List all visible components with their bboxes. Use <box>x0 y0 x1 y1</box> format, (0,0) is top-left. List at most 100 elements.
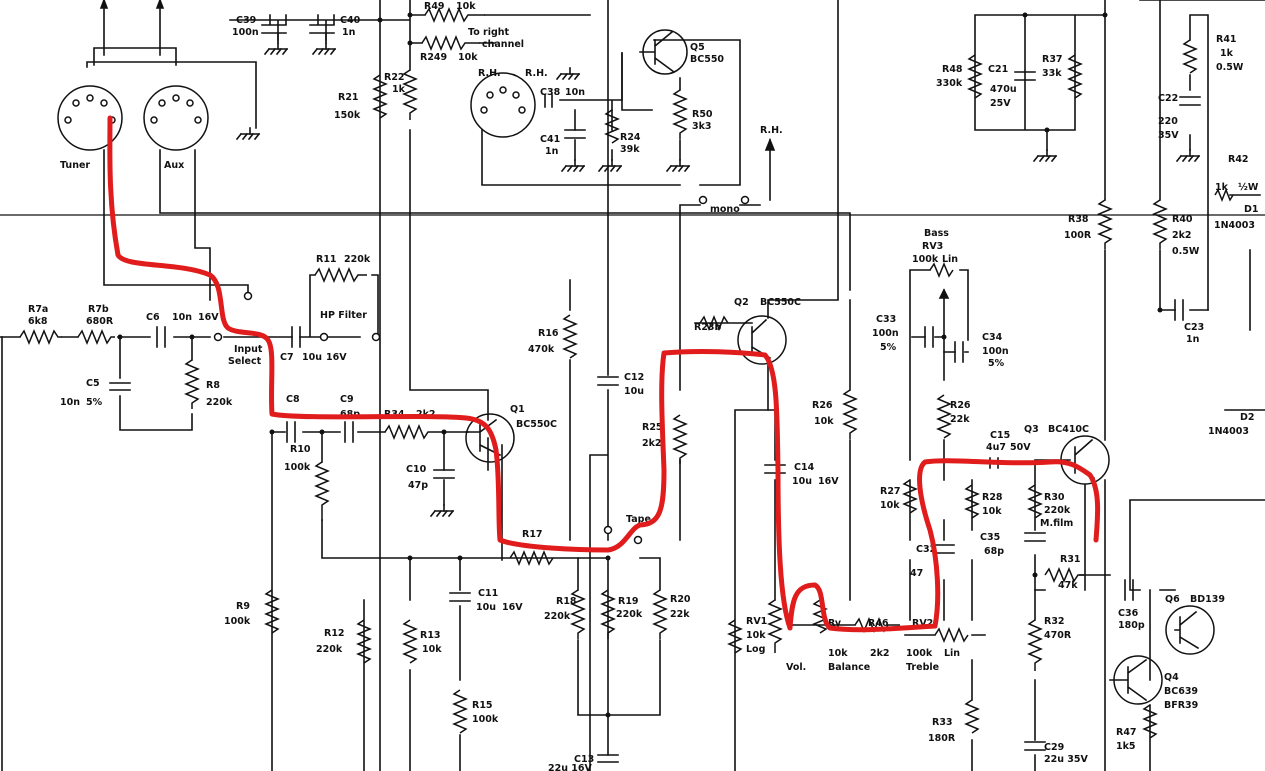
label-r26b-value: 22k <box>950 414 970 425</box>
transistors <box>465 29 1215 705</box>
label-r27: R27 <box>880 486 901 497</box>
label-c10-value: 47p <box>408 480 428 491</box>
capacitor-c9 <box>344 421 354 443</box>
resistor-r26 <box>842 389 858 439</box>
capacitor-c34 <box>954 341 964 363</box>
switch-contact <box>698 195 708 205</box>
label-r8-value: 220k <box>206 397 233 408</box>
label-c39: C39 <box>236 15 256 26</box>
label-r31: R31 <box>1060 554 1081 565</box>
resistor-r25 <box>672 414 688 464</box>
label-q2-type: BC550C <box>760 297 801 308</box>
label-mono: mono <box>710 204 740 215</box>
label-r30-value: 220k <box>1044 505 1071 516</box>
label-r27-value: 10k <box>880 500 900 511</box>
label-c8: C8 <box>286 394 300 405</box>
label-r42-power: ½W <box>1238 182 1259 193</box>
resistor-r38 <box>1097 199 1113 249</box>
label-c21-voltage: 25V <box>990 98 1011 109</box>
label-d2: D2 <box>1240 412 1255 423</box>
label-r48: R48 <box>942 64 963 75</box>
label-r25: R25 <box>642 422 663 433</box>
ground-icon <box>666 159 690 172</box>
capacitors <box>109 14 1201 763</box>
resistor-r37 <box>1067 54 1083 99</box>
label-c11-value: 10u <box>476 602 496 613</box>
resistor-r15 <box>452 689 468 734</box>
label-r26b: R26 <box>950 400 971 411</box>
label-c40: C40 <box>340 15 361 26</box>
label-r33: R33 <box>932 717 953 728</box>
label-c33: C33 <box>876 314 896 325</box>
label-balance: Balance <box>828 662 870 673</box>
capacitor-c14 <box>764 464 786 474</box>
label-r50: R50 <box>692 109 713 120</box>
resistor-r249 <box>421 35 480 51</box>
resistor-r18 <box>570 589 586 639</box>
label-q4: Q4 <box>1164 672 1179 683</box>
label-r7a-value: 6k8 <box>28 316 48 327</box>
resistor-r21 <box>372 74 388 119</box>
label-bass: Bass <box>924 228 949 239</box>
capacitor-c33 <box>924 326 934 348</box>
label-rv3: RV3 <box>922 241 943 252</box>
resistor-r32 <box>1027 619 1043 671</box>
label-rh-2: R.H. <box>525 68 548 79</box>
resistor-r49 <box>424 7 485 23</box>
ground-symbols <box>236 42 1200 517</box>
resistor-r50 <box>672 89 688 139</box>
label-c15-voltage: 50V <box>1010 442 1031 453</box>
capacitor-c5 <box>109 382 131 391</box>
resistor-r31 <box>1044 567 1084 583</box>
resistor-r9 <box>264 589 280 634</box>
capacitor-c41 <box>564 129 586 139</box>
ground-icon <box>264 42 288 55</box>
label-r31-value: 47k <box>1058 580 1078 591</box>
ground-icon <box>430 504 454 517</box>
label-r24-value: 39k <box>620 144 640 155</box>
label-r16-value: 470k <box>528 344 555 355</box>
label-rv2: RV2 <box>912 618 933 629</box>
capacitor-c6 <box>156 326 166 348</box>
label-q2: Q2 <box>734 297 749 308</box>
switch-contact <box>243 291 253 301</box>
resistor-r10 <box>314 461 330 521</box>
ground-icon <box>598 159 622 172</box>
label-c41: C41 <box>540 134 560 145</box>
capacitor-c29 <box>1024 741 1046 751</box>
resistor-r19 <box>600 589 616 639</box>
label-c38-value: 10n <box>565 87 585 98</box>
label-tuner: Tuner <box>60 160 90 171</box>
label-c14-voltage: 16V <box>818 476 839 487</box>
resistor-r24 <box>604 109 620 144</box>
label-c36: C36 <box>1118 608 1139 619</box>
label-r10-value: 100k <box>284 462 311 473</box>
label-c12-value: 10u <box>624 386 644 397</box>
label-r30: R30 <box>1044 492 1065 503</box>
label-r7a: R7a <box>28 304 48 315</box>
din-socket-icon-rh <box>470 72 536 138</box>
resistor-r16 <box>562 314 578 359</box>
transistor-q1-icon <box>465 413 515 463</box>
potentiometer-rv3 <box>929 262 954 278</box>
label-c21: C21 <box>988 64 1008 75</box>
label-c38: C38 <box>540 87 561 98</box>
resistor-r12 <box>356 619 372 664</box>
label-r12: R12 <box>324 628 345 639</box>
label-rv3-value: 100k <box>912 254 939 265</box>
label-c35: C35 <box>980 532 1000 543</box>
label-r40-value: 2k2 <box>1172 230 1192 241</box>
label-c41-value: 1n <box>545 146 559 157</box>
switch-contact <box>319 332 329 342</box>
label-c10: C10 <box>406 464 427 475</box>
label-c33-value: 100n <box>872 328 899 339</box>
label-c11: C11 <box>478 588 498 599</box>
ground-icon <box>561 159 585 172</box>
label-r40: R40 <box>1172 214 1193 225</box>
label-c11-voltage: 16V <box>502 602 523 613</box>
label-c7-voltage: 16V <box>326 352 347 363</box>
resistor-r13 <box>402 619 418 664</box>
label-r23b: R23b <box>694 322 722 333</box>
label-c34-tolerance: 5% <box>988 358 1005 369</box>
capacitor-c22 <box>1179 96 1201 106</box>
